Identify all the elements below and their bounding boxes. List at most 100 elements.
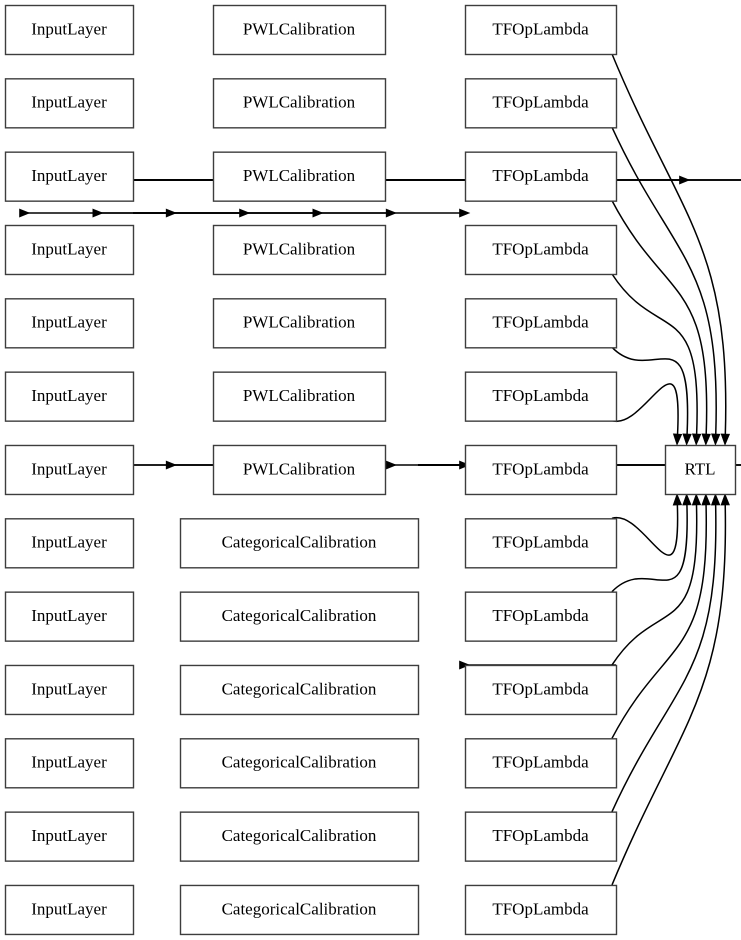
node-input-layer[interactable]: InputLayer [4,298,135,349]
node-tfoplambda-label: TFOpLambda [492,93,589,112]
node-tfoplambda-label: TFOpLambda [492,679,589,698]
edge-lambda-to-rtl-12-arrowhead [710,493,721,506]
node-calibration[interactable]: PWLCalibration [212,298,387,349]
edge-lambda-to-rtl-5-curve [611,346,689,435]
node-tfoplambda[interactable]: TFOpLambda [464,591,618,642]
edge-lambda-to-rtl-1 [611,53,731,446]
node-calibration-label: CategoricalCalibration [222,753,377,772]
edge-lambda-to-rtl-9 [611,493,692,593]
node-input-layer-label: InputLayer [31,166,107,185]
node-calibration-outline [179,811,420,862]
node-calibration[interactable]: CategoricalCalibration [179,738,420,789]
node-tfoplambda[interactable]: TFOpLambda [464,151,618,202]
node-tfoplambda[interactable]: TFOpLambda [464,664,618,716]
node-tfoplambda-outline [464,664,618,716]
node-tfoplambda[interactable]: TFOpLambda [464,224,618,276]
node-rtl[interactable]: RTL [664,444,737,496]
node-calibration[interactable]: PWLCalibration [212,444,387,496]
node-input-layer-label: InputLayer [31,606,107,625]
edge-lambda-to-rtl-2 [611,127,721,446]
edge-lambda-to-rtl-12-curve [611,504,717,812]
node-calibration[interactable]: CategoricalCalibration [179,518,420,569]
node-input-layer-outline [4,591,135,642]
edge-lambda-to-rtl-4-arrowhead [691,433,702,446]
edge-lambda-to-rtl-13 [611,493,730,886]
node-calibration-label: PWLCalibration [243,166,356,185]
node-calibration-outline [212,371,387,422]
node-tfoplambda[interactable]: TFOpLambda [464,884,618,936]
node-tfoplambda[interactable]: TFOpLambda [464,738,618,789]
node-tfoplambda-label: TFOpLambda [492,386,589,405]
node-input-layer[interactable]: InputLayer [4,444,135,496]
node-tfoplambda[interactable]: TFOpLambda [464,811,618,862]
edge-lambda-to-rtl-9-curve [611,504,688,593]
node-tfoplambda-outline [464,591,618,642]
node-tfoplambda-label: TFOpLambda [492,313,589,332]
node-input-layer-outline [4,151,135,202]
node-calibration-label: CategoricalCalibration [222,533,377,552]
node-tfoplambda[interactable]: TFOpLambda [464,298,618,349]
node-rtl-label: RTL [684,459,715,478]
node-input-layer[interactable]: InputLayer [4,884,135,936]
node-calibration-outline [212,444,387,496]
node-calibration-outline [179,738,420,789]
edge-lambda-to-rtl-10-curve [611,504,698,666]
node-calibration-label: CategoricalCalibration [222,826,377,845]
node-calibration[interactable]: PWLCalibration [212,151,387,202]
node-input-layer[interactable]: InputLayer [4,371,135,422]
node-calibration-outline [212,224,387,276]
node-input-layer[interactable]: InputLayer [4,664,135,716]
node-tfoplambda-label: TFOpLambda [492,899,589,918]
node-calibration[interactable]: PWLCalibration [212,78,387,129]
node-calibration[interactable]: CategoricalCalibration [179,884,420,936]
node-input-layer-label: InputLayer [31,93,107,112]
node-calibration[interactable]: PWLCalibration [212,371,387,422]
node-tfoplambda[interactable]: TFOpLambda [464,371,618,422]
edge-lambda-to-rtl-1-arrowhead [720,433,731,446]
edge-lambda-to-rtl-10-arrowhead [691,493,702,506]
node-calibration-label: CategoricalCalibration [222,679,377,698]
node-tfoplambda-label: TFOpLambda [492,459,589,478]
node-tfoplambda-outline [464,738,618,789]
node-tfoplambda-label: TFOpLambda [492,606,589,625]
node-calibration[interactable]: CategoricalCalibration [179,664,420,716]
node-input-layer-outline [4,811,135,862]
102.83-arrowhead [92,208,104,218]
node-calibration-outline [179,884,420,936]
node-tfoplambda[interactable]: TFOpLambda [464,444,618,496]
node-tfoplambda[interactable]: TFOpLambda [464,4,618,56]
node-tfoplambda[interactable]: TFOpLambda [464,518,618,569]
edge-lambda-to-rtl-3-arrowhead [701,433,711,446]
node-calibration[interactable]: PWLCalibration [212,224,387,276]
node-input-layer[interactable]: InputLayer [4,591,135,642]
node-input-layer[interactable]: InputLayer [4,811,135,862]
node-input-layer-label: InputLayer [31,679,107,698]
edge-lambda-to-rtl-13-curve [611,504,727,886]
node-calibration[interactable]: CategoricalCalibration [179,811,420,862]
node-tfoplambda-outline [464,811,618,862]
node-calibration[interactable]: PWLCalibration [212,4,387,56]
node-rtl-outline [664,444,737,496]
node-input-layer[interactable]: InputLayer [4,518,135,569]
node-input-layer[interactable]: InputLayer [4,738,135,789]
node-input-layer-outline [4,884,135,936]
edge-lambda-to-rtl-10 [611,493,702,666]
node-input-layer[interactable]: InputLayer [4,78,135,129]
node-input-layer-label: InputLayer [31,386,107,405]
edge-lambda-to-rtl-3-curve [611,200,708,435]
node-calibration-label: PWLCalibration [243,459,356,478]
node-input-layer[interactable]: InputLayer [4,4,135,56]
node-input-layer-label: InputLayer [31,826,107,845]
node-input-layer[interactable]: InputLayer [4,224,135,276]
node-tfoplambda-label: TFOpLambda [492,533,589,552]
469.48-arrowhead [459,208,471,218]
469.48 [133,208,471,218]
node-calibration[interactable]: CategoricalCalibration [179,591,420,642]
node-tfoplambda[interactable]: TFOpLambda [464,78,618,129]
edge-lambda-to-rtl-3 [611,200,711,446]
node-input-layer-outline [4,664,135,716]
node-input-layer[interactable]: InputLayer [4,151,135,202]
